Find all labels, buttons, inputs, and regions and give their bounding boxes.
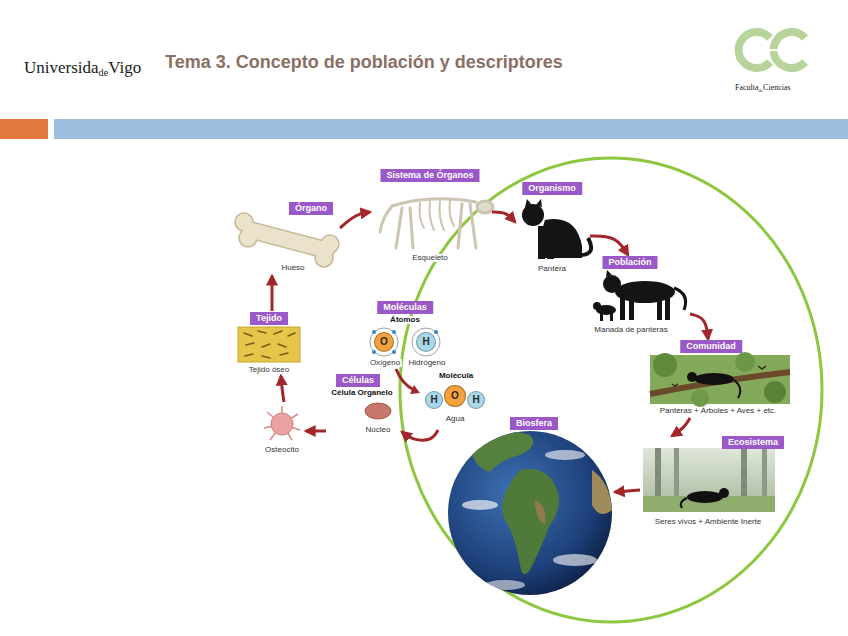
level-group: Sistema de ÓrganosEsqueleto (370, 168, 492, 264)
level-tag: Órgano (289, 202, 333, 215)
atom-circle: OOxígeno (374, 332, 394, 352)
logo-text: Ciencias (763, 83, 791, 92)
logo-text: Faculta (735, 83, 759, 92)
caption-text: Tejido óseo (247, 366, 291, 374)
enclosing-circle (400, 158, 822, 622)
logo-wordmark: FacultadeCiencias (735, 83, 791, 92)
atom-symbol: H (422, 337, 429, 347)
atom-circle: H (467, 391, 485, 409)
caption-text: Hueso (279, 264, 306, 272)
flow-arrow (340, 212, 370, 228)
caption-text: Osteocito (263, 446, 301, 454)
logo-text: Vigo (108, 58, 141, 78)
logo-text: de (759, 88, 764, 93)
faculty-logo (739, 32, 808, 68)
atom-circle: O (444, 385, 466, 407)
flow-arrow (281, 376, 284, 402)
atom-symbol: H (430, 395, 437, 405)
flow-arrow (492, 212, 515, 222)
accent-bar (0, 119, 48, 139)
caption-text: Agua (444, 415, 467, 423)
slide-title: Tema 3. Concepto de población y descript… (165, 52, 563, 73)
level-group: Biosfera (445, 416, 615, 598)
inner-arrow (396, 369, 420, 394)
atom-symbol: H (472, 395, 479, 405)
level-tag: Población (602, 256, 657, 269)
sublabel: Célula Organelo (329, 389, 394, 397)
osteocyte-picture (264, 406, 300, 440)
header-bar (54, 119, 848, 139)
atom-circle: HHidrógeno (416, 332, 436, 352)
level-tag: Comunidad (680, 340, 742, 353)
level-group: ComunidadPanteras + Árboles + Aves + etc… (645, 339, 792, 418)
flow-arrow (402, 430, 438, 440)
caption-text: Manada de panteras (592, 326, 669, 334)
caption-text: Hidrógeno (407, 359, 448, 367)
flow-arrow (690, 314, 708, 339)
flow-arrow (672, 418, 690, 436)
atom-orbits (370, 328, 440, 356)
level-tag: Células (336, 374, 380, 387)
level-group: OrganismoPantera (515, 181, 590, 275)
atom-symbol: O (380, 337, 388, 347)
nucleus-picture (365, 403, 391, 419)
caption-text: Seres vivos + Ambiente Inerte (653, 518, 764, 526)
level-group: TejidoTejido óseo (236, 311, 302, 376)
level-tag: Organismo (522, 182, 582, 195)
community-picture (650, 352, 790, 407)
level-group: Osteocito (258, 402, 306, 458)
caption-text: Esqueleto (410, 254, 450, 262)
sublabel: Molécula (437, 372, 475, 380)
panther-group-picture (593, 270, 686, 321)
logo-wordmark: UniversidadeVigo (24, 58, 141, 78)
level-group: PoblaciónManada de panteras (592, 255, 690, 336)
bone-picture (235, 213, 339, 267)
level-group: EcosistemaSeres vivos + Ambiente Inerte (640, 436, 790, 528)
level-tag: Ecosistema (722, 436, 784, 449)
flow-arrow (306, 430, 326, 433)
caption-text: Núcleo (364, 426, 393, 434)
level-tag: Sistema de Órganos (380, 169, 479, 182)
flow-arrow (615, 490, 640, 492)
level-group: ÓrganoHueso (236, 200, 340, 276)
earth-picture (448, 431, 612, 595)
tissue-picture (238, 327, 300, 362)
caption-text: Oxígeno (368, 359, 402, 367)
level-tag: Tejido (250, 312, 288, 325)
sublabel: Átomos (388, 316, 422, 324)
atom-symbol: O (451, 391, 459, 401)
flow-arrow (590, 236, 628, 255)
panther-picture (522, 199, 591, 259)
level-tag: Moléculas (377, 301, 433, 314)
logo-text: Universida (24, 58, 99, 78)
level-group: MoléculasÁtomosMoléculaAguaOOxígenoHHidr… (358, 298, 492, 430)
flow-arrow (271, 276, 274, 311)
logo-line (750, 49, 808, 51)
caption-text: Panteras + Árboles + Aves + etc. (658, 407, 779, 415)
atom-circle: H (425, 391, 443, 409)
level-tag: Biosfera (510, 417, 558, 430)
level-group: CélulasCélula OrganeloNúcleo (326, 372, 402, 440)
skeleton-picture (380, 199, 493, 248)
logo-text: de (99, 67, 109, 78)
caption-text: Pantera (536, 265, 568, 273)
ecosystem-picture (643, 448, 775, 512)
